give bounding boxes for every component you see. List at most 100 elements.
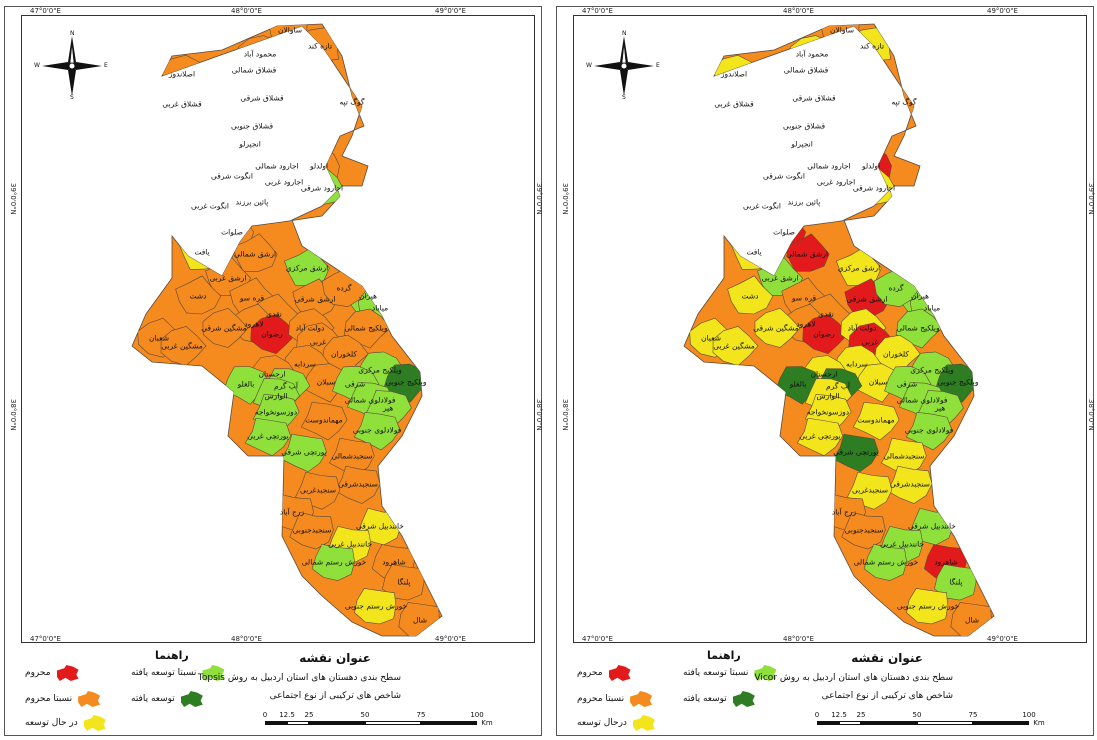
- scale-label: 12.5: [831, 711, 847, 719]
- lat-tick: 38°0'0"N: [1087, 399, 1095, 431]
- region-label: محمود آباد: [795, 49, 829, 59]
- region-polygon: [353, 411, 401, 451]
- region-polygon: [796, 417, 844, 457]
- region-label: خورش رستم شمالی: [853, 557, 919, 567]
- region-label: مهماندوست: [305, 415, 343, 425]
- scale-label: 50: [912, 711, 922, 719]
- legend-swatch: [754, 665, 777, 681]
- region-label: میاباد: [371, 303, 389, 313]
- region-label: لاهرود: [244, 319, 264, 329]
- region-polygon: [832, 433, 879, 473]
- region-label: پلنگا: [949, 577, 963, 587]
- region-label: کلخوران: [331, 349, 357, 359]
- region-label: یورتچی غربی: [799, 431, 841, 441]
- region-label: شال: [412, 615, 428, 625]
- region-polygon: [906, 588, 949, 625]
- region-label: شعبان: [149, 333, 169, 343]
- lon-tick: 48°0'0"E: [783, 635, 814, 643]
- legend-swatch: [78, 691, 101, 707]
- region-label: انگوت شرقی: [211, 171, 253, 181]
- scale-label: 100: [470, 711, 484, 719]
- legend-swatch: [608, 665, 631, 681]
- region-polygon: [754, 307, 801, 348]
- region-label: دولت آباد: [295, 323, 325, 333]
- legend-heading: راهنما: [155, 649, 189, 662]
- legend-box: راهنما محروم نسبتا محروم در حال توسعه نس…: [5, 643, 541, 735]
- region-label: یورتچی غربی: [247, 431, 289, 441]
- region-label: قشلاق جنوبی: [230, 121, 274, 131]
- region-label: خورش رستم جنوبی: [344, 601, 408, 611]
- region-label: قره سو: [791, 293, 817, 303]
- legend-box: راهنما محروم نسبتا محروم درحال توسعه نسب…: [557, 643, 1093, 735]
- region-label: ارشق غربی: [761, 273, 799, 283]
- legend-heading: راهنما: [707, 649, 741, 662]
- region-label: ارجستان: [258, 369, 286, 379]
- region-label: قشلاق جنوبی: [782, 121, 826, 131]
- region-label: قشلاق شمالی: [231, 65, 277, 75]
- scale-segment: [365, 721, 421, 725]
- region-label: انجیرلو: [791, 139, 813, 149]
- region-label: رضوان: [813, 329, 835, 339]
- region-label: نقدی: [266, 309, 282, 319]
- region-label: ارجستان: [810, 369, 838, 379]
- scale-label: 0: [814, 711, 820, 719]
- region-polygon: [712, 326, 759, 366]
- scale-segment: [309, 721, 365, 725]
- region-label: قشلاق غربی: [162, 99, 202, 109]
- scale-segment: [287, 721, 309, 725]
- region-label: ساوالان: [277, 25, 303, 35]
- scale-unit: Km: [481, 719, 493, 727]
- region-label: گرده: [888, 283, 904, 293]
- map-title: عنوان نقشه: [299, 651, 371, 665]
- region-label: ویلکیج مرکزی: [910, 365, 954, 375]
- region-polygon: [232, 233, 278, 272]
- region-label: سنجبدشرقی: [890, 479, 930, 489]
- region-label: شاهرود: [934, 557, 958, 567]
- region-label: اولدلو: [861, 161, 881, 171]
- region-label: اجارود غربی: [816, 177, 856, 187]
- region-label: ارشق مرکزی: [285, 263, 329, 273]
- region-label: انجیرلو: [239, 139, 261, 149]
- scale-segment: [973, 721, 1029, 725]
- compass-east: E: [656, 62, 660, 69]
- region-label: زرج آباد: [831, 507, 857, 517]
- region-polygon: [802, 314, 849, 355]
- region-label: شرقی: [896, 379, 918, 389]
- region-label: خانندبیل غربی: [879, 539, 925, 549]
- region-label: رضوان: [261, 329, 283, 339]
- legend-swatch: [632, 715, 655, 731]
- region-label: سنجبدغربی: [852, 485, 888, 495]
- legend-item-rel-deprived: نسبتا محروم: [25, 691, 101, 707]
- region-label: میاباد: [923, 303, 941, 313]
- region-label: ارشق مرکزی: [837, 263, 881, 273]
- scale-label: 25: [304, 711, 314, 719]
- region-label: سردابه: [294, 359, 316, 369]
- region-label: غربی: [861, 337, 879, 347]
- legend-item-developed: توسعه یافته: [683, 691, 755, 707]
- scale-segment: [421, 721, 477, 725]
- scale-segment: [917, 721, 973, 725]
- region-label: ارشق شمالی: [785, 249, 829, 259]
- region-label: ویلکیج جنوبی: [385, 377, 427, 387]
- lon-tick: 47°0'0"E: [582, 635, 613, 643]
- region-polygon: [244, 417, 292, 457]
- region-label: فولادلوی جنوبی: [352, 425, 402, 435]
- region-label: سردابه: [846, 359, 868, 369]
- lat-tick: 38°0'0"N: [561, 399, 569, 431]
- region-label: صلوات: [221, 227, 243, 237]
- region-polygon: [280, 433, 327, 473]
- region-label: گرده: [336, 283, 352, 293]
- region-label: یورتچی شرقی: [833, 447, 879, 457]
- region-label: ارشق شمالی: [233, 249, 277, 259]
- region-label: کلخوران: [883, 349, 909, 359]
- region-label: آب گرم: [826, 381, 850, 391]
- region-label: سنجبدشرقی: [338, 479, 378, 489]
- region-label: فولادلوی شمالی: [896, 395, 948, 405]
- lon-tick: 47°0'0"E: [582, 7, 613, 15]
- compass-west: W: [34, 62, 40, 69]
- legend-item-developed: توسعه یافته: [131, 691, 203, 707]
- region-label: سنجبدشمالی: [331, 451, 373, 461]
- legend-swatch: [56, 665, 79, 681]
- region-polygon: [300, 401, 348, 441]
